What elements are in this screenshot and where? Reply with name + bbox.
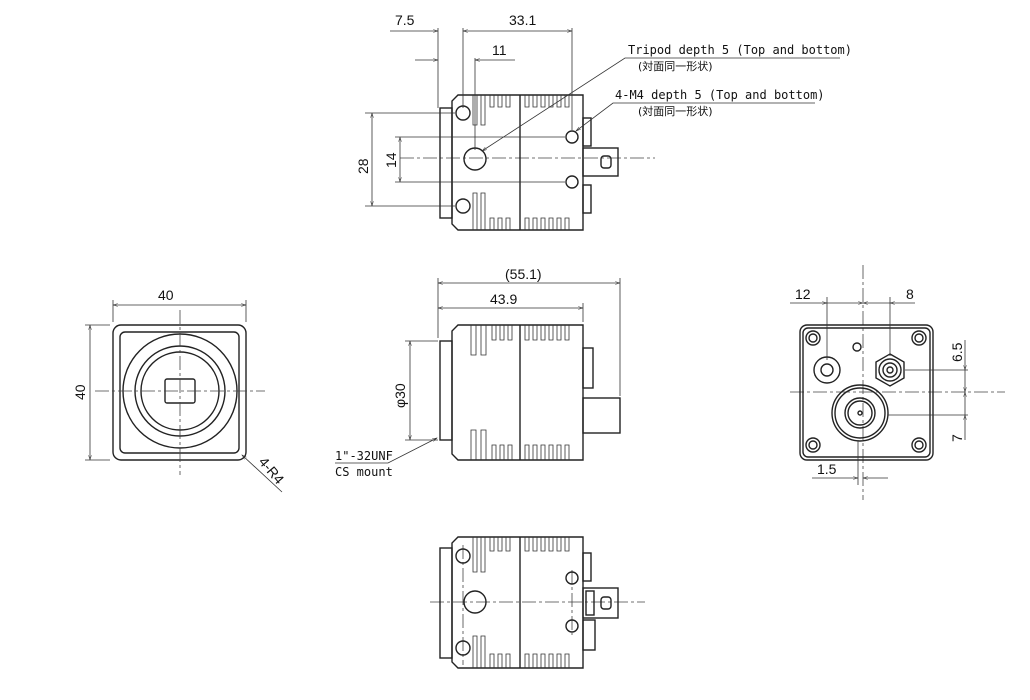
bnc-connector xyxy=(582,147,619,177)
mount-note-line1: 1"-32UNF xyxy=(335,449,393,463)
dim-55-1: (55.1) xyxy=(505,266,542,282)
dim-12: 12 xyxy=(795,286,811,302)
mount-note-line2: CS mount xyxy=(335,465,393,479)
dim-width-40: 40 xyxy=(158,287,174,303)
dim-7-5: 7.5 xyxy=(395,12,415,28)
tripod-note-jp: (対面同一形状) xyxy=(638,59,713,73)
dim-height-40: 40 xyxy=(72,384,88,400)
bottom-view xyxy=(430,536,645,669)
dim-33-1: 33.1 xyxy=(509,12,536,28)
dim-7: 7 xyxy=(949,434,965,442)
tripod-note: Tripod depth 5 (Top and bottom) xyxy=(628,43,852,57)
side-view: (55.1) 43.9 φ30 1"-32UNF CS mount xyxy=(335,266,621,479)
bnc-connector xyxy=(582,397,621,434)
m4-note: 4-M4 depth 5 (Top and bottom) xyxy=(615,88,825,102)
dim-phi-30: φ30 xyxy=(392,383,408,408)
m4-hole xyxy=(565,175,579,189)
rear-view: 12 8 6.5 7 1.5 xyxy=(790,265,1005,500)
mount-hole xyxy=(455,105,471,121)
top-view: 7.5 33.1 11 28 14 Tripod depth 5 (Top an… xyxy=(355,12,852,231)
dim-11: 11 xyxy=(492,42,507,58)
dim-1-5: 1.5 xyxy=(817,461,837,477)
dim-6-5: 6.5 xyxy=(949,342,965,362)
dim-43-9: 43.9 xyxy=(490,291,517,307)
m4-hole xyxy=(565,130,579,144)
tripod-hole xyxy=(463,147,487,171)
mount-hole xyxy=(455,198,471,214)
m4-note-jp: (対面同一形状) xyxy=(638,104,713,118)
front-view: 40 40 4-R4 xyxy=(72,287,288,493)
corner-radius: 4-R4 xyxy=(256,454,288,488)
dim-14: 14 xyxy=(383,152,399,168)
dim-28: 28 xyxy=(355,158,371,174)
connector xyxy=(582,347,594,389)
bnc-connector xyxy=(582,587,619,619)
dim-8: 8 xyxy=(906,286,914,302)
